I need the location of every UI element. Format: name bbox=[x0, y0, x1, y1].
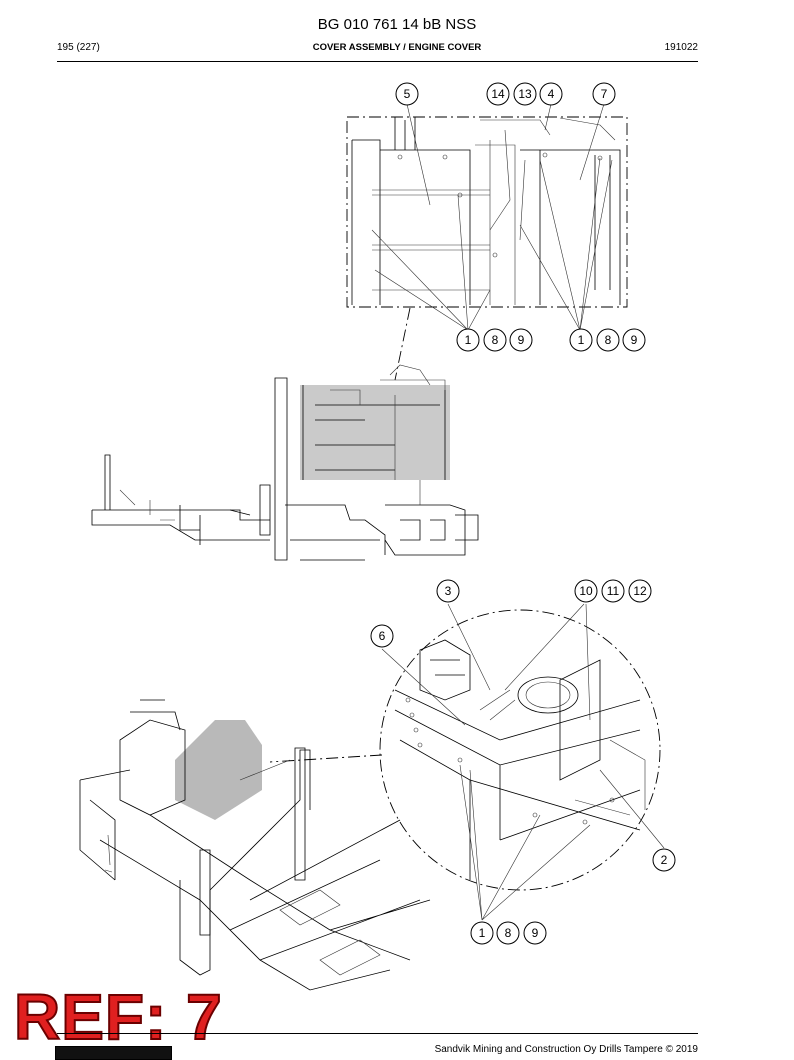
callout-balloon: 9 bbox=[523, 921, 547, 945]
callouts-bottom: 3 10 11 12 6 2 1 8 9 bbox=[370, 579, 676, 945]
callouts-top: 5 14 13 4 7 1 8 9 1 8 9 bbox=[395, 82, 646, 352]
svg-text:12: 12 bbox=[633, 584, 647, 598]
callout-balloon: 2 bbox=[652, 848, 676, 872]
svg-text:11: 11 bbox=[607, 584, 620, 598]
header-rule bbox=[57, 61, 698, 62]
detail-connector-top bbox=[394, 307, 411, 381]
footer-rule bbox=[57, 1033, 698, 1034]
svg-text:3: 3 bbox=[445, 584, 452, 598]
highlight-region-side bbox=[300, 385, 450, 480]
callout-balloon: 14 bbox=[486, 82, 510, 106]
callout-balloon: 6 bbox=[370, 624, 394, 648]
page-number: 195 (227) bbox=[57, 42, 100, 53]
isometric-view-machine bbox=[79, 699, 431, 991]
callout-balloon: 13 bbox=[513, 82, 537, 106]
callout-balloon: 4 bbox=[539, 82, 563, 106]
svg-text:13: 13 bbox=[518, 87, 532, 101]
svg-text:14: 14 bbox=[491, 87, 505, 101]
callout-balloon: 10 bbox=[574, 579, 598, 603]
ref-stamp: REF: 7 bbox=[13, 981, 223, 1053]
callout-balloon: 1 bbox=[470, 921, 494, 945]
top-detail-view bbox=[346, 103, 628, 331]
callout-balloon: 12 bbox=[628, 579, 652, 603]
callout-balloon: 9 bbox=[622, 328, 646, 352]
svg-text:8: 8 bbox=[505, 926, 512, 940]
svg-text:9: 9 bbox=[518, 333, 525, 347]
svg-text:4: 4 bbox=[548, 87, 555, 101]
callout-balloon: 1 bbox=[456, 328, 480, 352]
callout-balloon: 11 bbox=[601, 579, 625, 603]
svg-text:9: 9 bbox=[532, 926, 539, 940]
svg-text:1: 1 bbox=[479, 926, 486, 940]
callout-balloon: 1 bbox=[569, 328, 593, 352]
section-title: COVER ASSEMBLY / ENGINE COVER bbox=[312, 42, 482, 53]
svg-text:6: 6 bbox=[379, 629, 386, 643]
side-view-machine bbox=[91, 364, 479, 561]
callout-balloon: 5 bbox=[395, 82, 419, 106]
svg-text:1: 1 bbox=[578, 333, 585, 347]
callout-balloon: 9 bbox=[509, 328, 533, 352]
document-title: BG 010 761 14 bB NSS bbox=[317, 16, 477, 33]
svg-text:10: 10 bbox=[579, 584, 593, 598]
callout-balloon: 3 bbox=[436, 579, 460, 603]
detail-connector-bottom bbox=[269, 754, 383, 763]
callout-balloon: 8 bbox=[496, 921, 520, 945]
svg-text:2: 2 bbox=[661, 853, 668, 867]
callout-balloon: 7 bbox=[592, 82, 616, 106]
svg-text:8: 8 bbox=[492, 333, 499, 347]
svg-text:7: 7 bbox=[601, 87, 608, 101]
callout-balloon: 8 bbox=[483, 328, 507, 352]
svg-text:5: 5 bbox=[404, 87, 411, 101]
footer-copyright: Sandvik Mining and Construction Oy Drill… bbox=[434, 1044, 698, 1055]
svg-text:8: 8 bbox=[605, 333, 612, 347]
bottom-detail-view bbox=[379, 603, 665, 921]
svg-text:9: 9 bbox=[631, 333, 638, 347]
svg-text:1: 1 bbox=[465, 333, 472, 347]
company-logo bbox=[55, 1046, 172, 1060]
callout-balloon: 8 bbox=[596, 328, 620, 352]
highlight-region-iso bbox=[175, 720, 262, 820]
date-code: 191022 bbox=[664, 42, 698, 53]
